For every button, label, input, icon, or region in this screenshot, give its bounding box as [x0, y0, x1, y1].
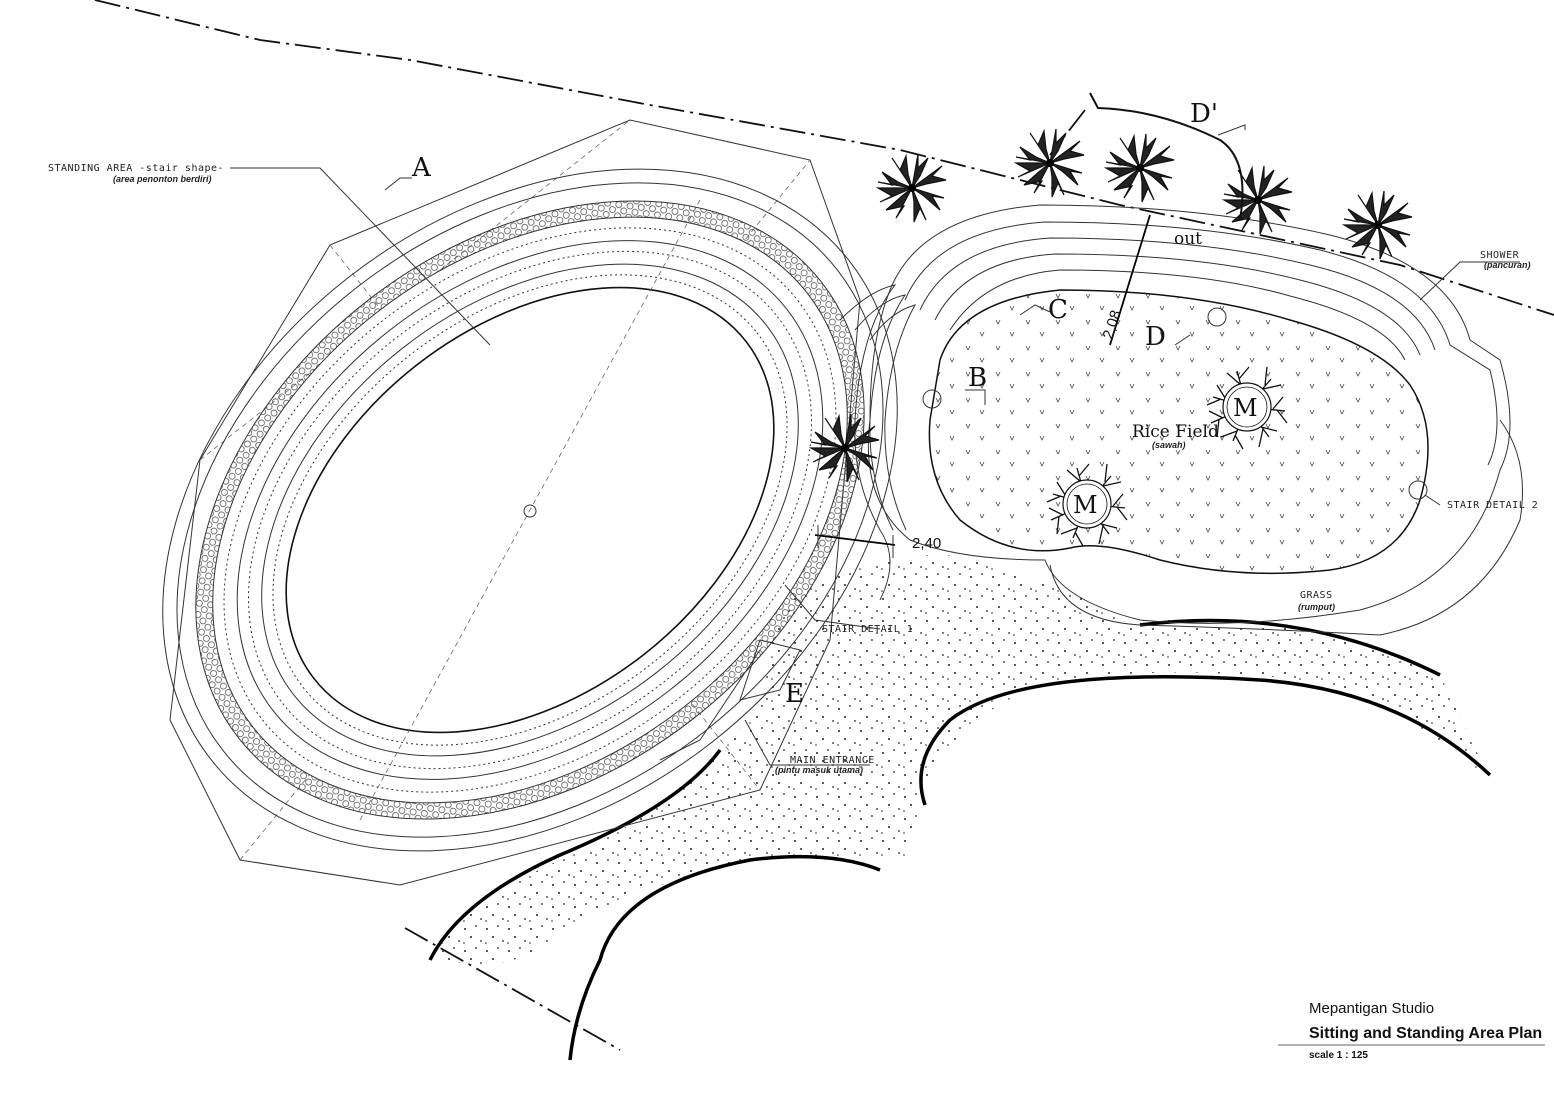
main-entrance-callout: MAIN ENTRANCE [790, 755, 875, 766]
grass-area [1049, 419, 1523, 636]
path-edge [428, 748, 722, 961]
drawing-scale: scale 1 : 125 [1309, 1050, 1368, 1061]
drawing-title: Sitting and Standing Area Plan [1309, 1025, 1542, 1042]
shower-point [922, 389, 942, 409]
path-edge [919, 675, 1492, 806]
property-boundary-line [94, 0, 1554, 316]
tree-label-m: M [1073, 491, 1098, 519]
shower-sublabel: (pancuran) [1484, 260, 1531, 270]
dimension-line [814, 534, 896, 546]
standing-area-sublabel: (area penonton berdiri) [113, 174, 212, 184]
section-label-d-prime: D' [1190, 99, 1218, 129]
rice-field-label: Rice Field [1132, 422, 1219, 442]
stair-detail-2-callout: STAIR DETAIL 2 [1447, 500, 1538, 511]
section-label-e: E [785, 679, 804, 709]
leader-main-entrance [744, 719, 870, 766]
path-edge [568, 854, 881, 1061]
section-label-d: D [1145, 322, 1166, 352]
dimension-line [1109, 214, 1151, 346]
palm-tree-icon [1223, 165, 1293, 235]
standing-area-envelope [169, 119, 861, 886]
studio-name: Mepantigan Studio [1309, 1000, 1434, 1017]
section-marker [1019, 304, 1051, 316]
tree-label-m: M [1233, 394, 1258, 422]
rice-field [928, 289, 1429, 575]
section-label-c: C [1048, 295, 1068, 325]
path-edge [1139, 618, 1441, 677]
leader-stair-detail-1 [784, 584, 881, 630]
shower-point [1408, 480, 1428, 500]
main-entrance-sublabel: (pintu masuk utama) [775, 765, 863, 775]
leader-stair-detail-2 [1424, 494, 1441, 506]
arena-center-point [523, 504, 537, 518]
palm-tree-icon [877, 153, 947, 223]
palm-tree-icon [1343, 190, 1413, 260]
palm-tree-icon [1015, 128, 1085, 198]
rice-field-outer-terrace [867, 204, 1511, 624]
section-label-b: B [968, 363, 987, 393]
arena-center-line [359, 199, 701, 821]
section-marker [965, 389, 986, 405]
out-label: out [1174, 229, 1202, 249]
section-marker [1174, 334, 1191, 346]
section-label-a: A [411, 153, 432, 183]
palm-tree-icon [1105, 133, 1175, 203]
section-marker [384, 177, 412, 191]
entrance-steps [739, 639, 801, 701]
shower-callout: SHOWER [1480, 250, 1520, 261]
leader-standing-area [230, 167, 491, 346]
grass-callout: GRASS [1300, 590, 1333, 601]
standing-area-callout: STANDING AREA -stair shape- [48, 163, 224, 174]
rice-field-sublabel: (sawah) [1152, 440, 1186, 450]
stair-detail-1-callout: STAIR DETAIL 1 [822, 624, 913, 635]
shower-point [1207, 307, 1227, 327]
grass-sublabel: (rumput) [1298, 602, 1335, 612]
sand-path-area [430, 555, 1490, 965]
leader-shower [1419, 261, 1520, 301]
dimension-label: 2,40 [912, 535, 941, 552]
